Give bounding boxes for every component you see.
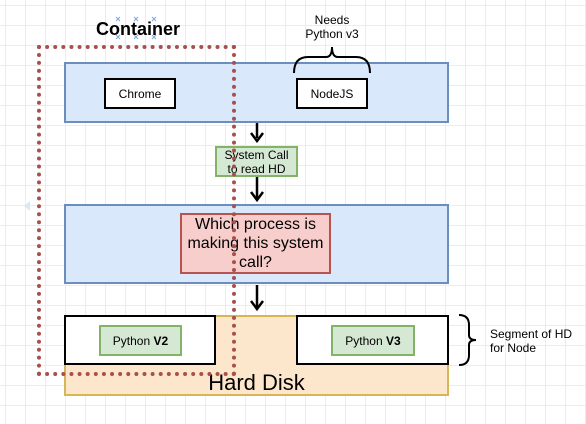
chrome-box: Chrome <box>104 78 176 109</box>
needs-label-line-2: Python v3 <box>305 27 359 41</box>
question-line-3: call? <box>239 254 272 271</box>
python-v2-box: Python V2 <box>99 325 182 356</box>
question-box: Which process is making this system call… <box>180 213 331 274</box>
selection-handles <box>115 16 157 40</box>
question-line-1: Which process is <box>195 216 316 233</box>
python-v3-prefix: Python <box>345 333 386 348</box>
needs-label-line-1: Needs <box>314 13 350 27</box>
container-label: Container <box>96 19 181 39</box>
nodejs-box: NodeJS <box>296 78 368 109</box>
side-handle <box>24 201 30 211</box>
python-v2-version: V2 <box>153 333 169 348</box>
arrow-to-system-call <box>250 123 264 144</box>
system-call-line-1: System Call <box>224 147 289 162</box>
arrow-to-hard-disk <box>250 285 264 312</box>
arrow-to-kernel <box>250 177 264 203</box>
segment-label-line-2: for Node <box>490 341 537 355</box>
python-v2-prefix: Python <box>112 333 154 348</box>
question-line-2: making this system <box>187 235 324 252</box>
segment-label: Segment of HD for Node <box>490 327 572 355</box>
system-call-box: System Call to read HD <box>215 146 298 177</box>
segment-label-line-1: Segment of HD <box>490 327 573 341</box>
needs-brace <box>293 46 371 74</box>
python-v3-box: Python V3 <box>331 325 415 356</box>
needs-label: Needs Python v3 <box>298 13 366 41</box>
system-call-line-2: to read HD <box>227 161 286 176</box>
python-v3-version: V3 <box>386 333 401 348</box>
segment-brace <box>458 314 477 366</box>
